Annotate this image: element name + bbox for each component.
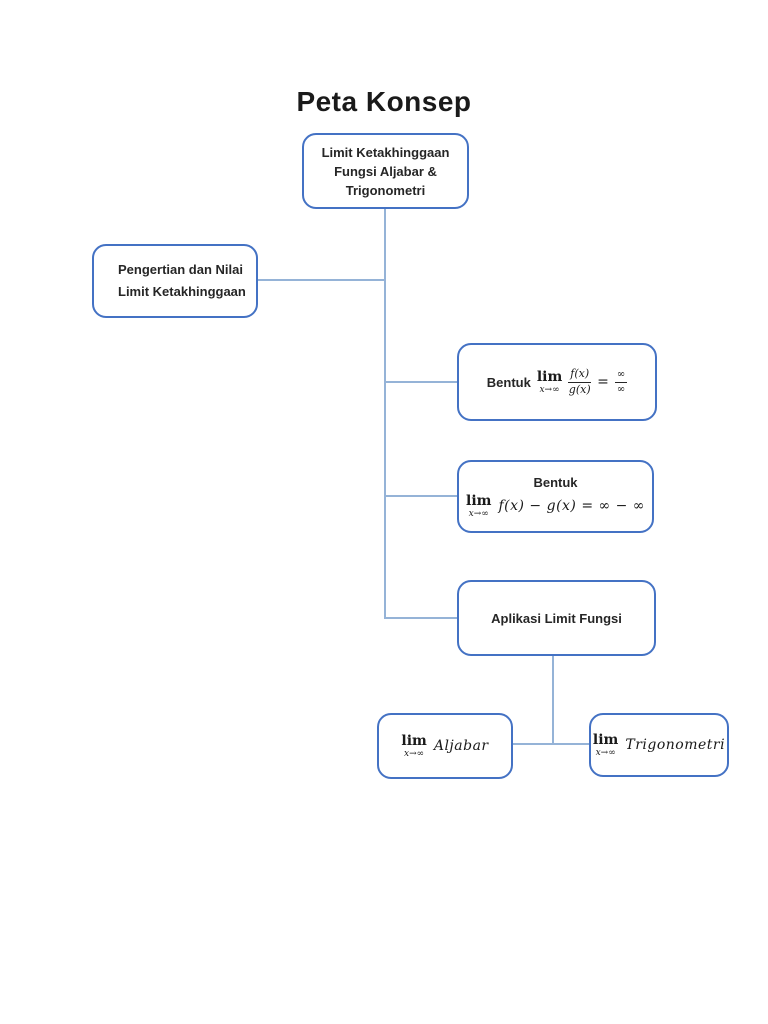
node-label-line: Trigonometri — [345, 182, 426, 198]
connector-pengertian — [258, 279, 386, 281]
connector-aplikasi — [385, 617, 457, 619]
connector-trunk — [384, 209, 386, 619]
limit-notation: lim x→∞ — [401, 732, 427, 759]
node-pengertian: Pengertian dan Nilai Limit Ketakhinggaan — [92, 244, 258, 318]
limit-notation: lim x→∞ — [536, 368, 563, 395]
node-label-line: Limit Ketakhinggaan — [118, 284, 246, 299]
node-lim-trigonometri: lim x→∞ Trigonometri — [589, 713, 729, 777]
limit-notation: lim x→∞ — [466, 492, 492, 519]
page-title: Peta Konsep — [296, 86, 472, 117]
bentuk-label: Bentuk — [533, 474, 578, 490]
math-expression: f(x) − g(x) = ∞ − ∞ — [498, 498, 645, 514]
math-formula: lim x→∞ Trigonometri — [593, 733, 725, 758]
connector-bottom — [513, 743, 589, 745]
fraction-infinity: ∞ ∞ — [614, 369, 628, 395]
node-label-line: Pengertian dan Nilai — [118, 262, 243, 277]
equals-sign: = — [597, 374, 609, 390]
node-bentuk-subtraction: Bentuk lim x→∞ f(x) − g(x) = ∞ − ∞ — [457, 460, 654, 533]
node-label-line: Fungsi Aljabar & — [334, 163, 437, 179]
connector-bentuk1 — [385, 381, 457, 383]
node-bentuk-fraction: Bentuk lim x→∞ f(x) g(x) = ∞ ∞ — [457, 343, 657, 421]
node-limit-ketakhinggaan: Limit Ketakhinggaan Fungsi Aljabar & Tri… — [302, 133, 469, 209]
connector-bentuk2 — [385, 495, 457, 497]
math-formula: lim x→∞ Aljabar — [401, 734, 488, 759]
connector-aplikasi-down — [552, 656, 554, 744]
math-formula: Bentuk lim x→∞ f(x) g(x) = ∞ ∞ — [486, 366, 628, 396]
node-aplikasi: Aplikasi Limit Fungsi — [457, 580, 656, 656]
node-label: Aplikasi Limit Fungsi — [491, 610, 622, 626]
node-lim-aljabar: lim x→∞ Aljabar — [377, 713, 513, 779]
branch-name: Aljabar — [433, 738, 489, 754]
branch-name: Trigonometri — [625, 737, 726, 753]
math-formula: lim x→∞ f(x) − g(x) = ∞ − ∞ — [466, 494, 645, 519]
node-label-line: Limit Ketakhinggaan — [321, 144, 450, 160]
fraction-fg: f(x) g(x) — [568, 366, 592, 396]
bentuk-label: Bentuk — [486, 374, 531, 390]
limit-notation: lim x→∞ — [592, 731, 619, 758]
node-label: Pengertian dan Nilai Limit Ketakhinggaan — [118, 259, 246, 303]
node-label: Limit Ketakhinggaan Fungsi Aljabar & Tri… — [322, 143, 450, 200]
